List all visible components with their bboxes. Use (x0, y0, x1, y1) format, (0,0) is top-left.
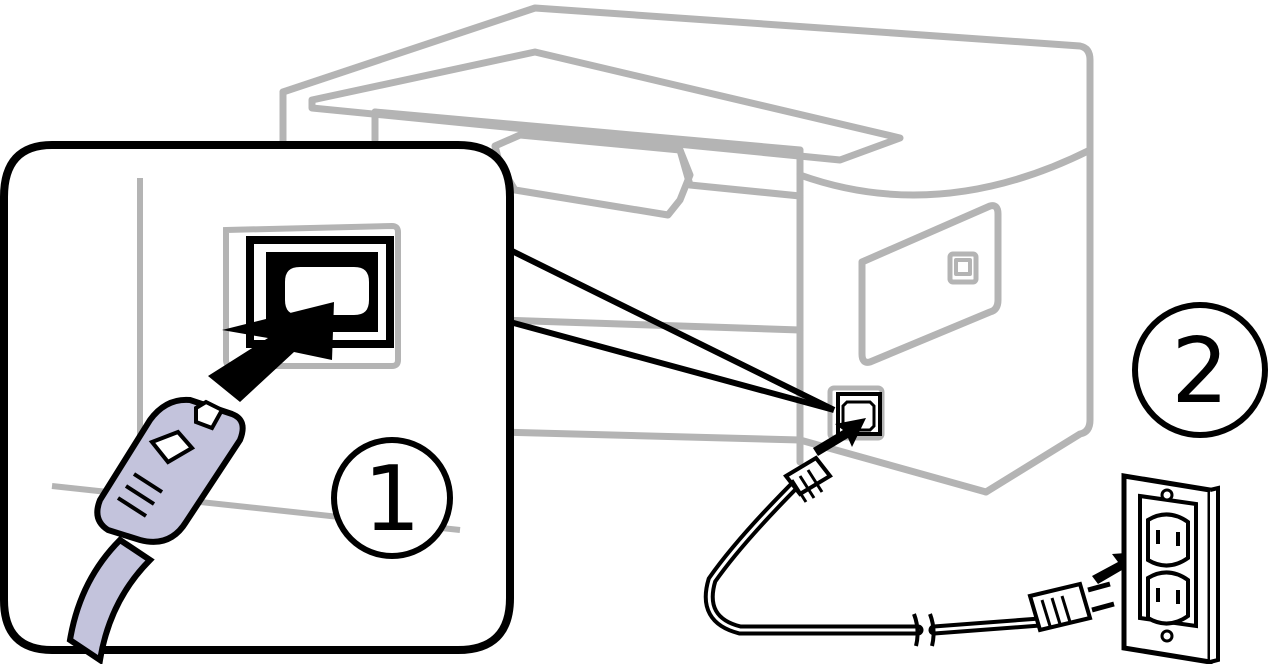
step-1-number: 1 (363, 447, 420, 552)
insert-arrow-icon (208, 302, 334, 402)
zoom-inset-panel (0, 141, 514, 664)
power-cord-icon (66, 396, 246, 664)
ac-inlet-port-small (827, 385, 885, 441)
step-1-marker: 1 (331, 437, 453, 559)
insert-arrow-icon (813, 418, 866, 456)
zoom-callout-lines (508, 247, 836, 413)
step-1-circle (331, 437, 453, 559)
printer-icon (279, 4, 1094, 496)
power-cord-icon (703, 455, 1115, 647)
step-2-number: 2 (1171, 319, 1228, 424)
step-2-marker: 2 (1132, 302, 1268, 438)
wall-outlet-icon (1121, 473, 1220, 664)
step-2-circle (1132, 302, 1268, 438)
